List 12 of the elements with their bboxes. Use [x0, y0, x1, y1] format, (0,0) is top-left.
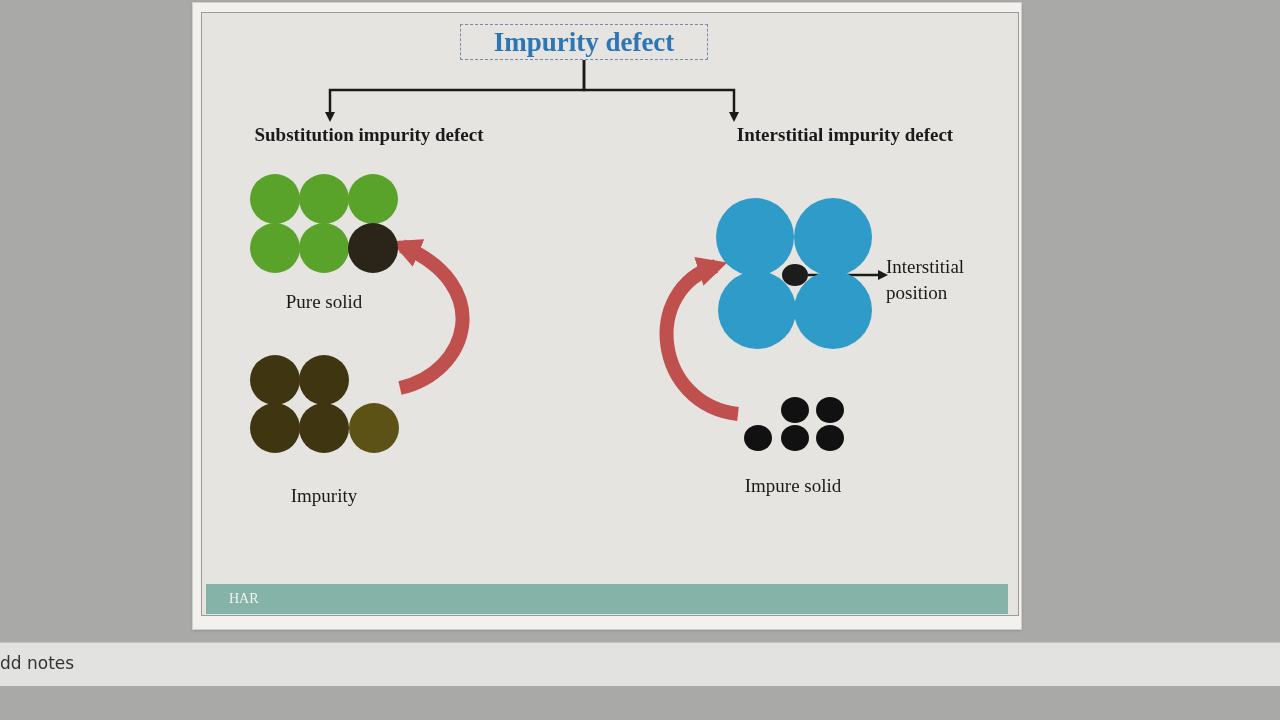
- arrow: [582, 60, 739, 122]
- notes-field: dd notes: [0, 642, 1280, 686]
- callout-text: Interstitial position: [886, 255, 966, 305]
- category-heading: Interstitial impurity defect: [736, 122, 954, 147]
- caption-text: Impurity: [290, 483, 358, 508]
- caption-text: Pure solid: [285, 289, 363, 314]
- footer-text: HAR: [229, 590, 259, 608]
- curved-arrow: [659, 259, 740, 421]
- caption-text: Impure solid: [744, 473, 842, 498]
- category-heading: Substitution impurity defect: [254, 122, 484, 147]
- title-text: Impurity defect: [493, 28, 675, 56]
- title-box: [460, 24, 708, 60]
